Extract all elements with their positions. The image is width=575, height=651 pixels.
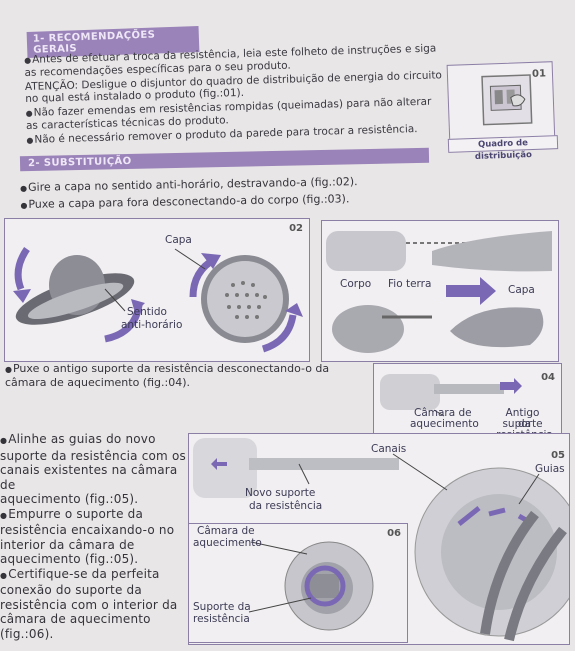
label-anti-horario: anti-horário: [121, 319, 183, 331]
step-4-text-9: Certifique-se da perfeita: [8, 566, 160, 581]
step-4-line-12: câmara de aquecimento: [0, 612, 151, 626]
step-4-line-2: suporte da resistência com os: [0, 448, 186, 463]
figure-06-number: 06: [387, 528, 401, 539]
section-2-steps: ●Gire a capa no sentido anti-horário, de…: [20, 175, 380, 212]
step-4-line-4: aquecimento (fig.:05).: [0, 492, 139, 506]
section-2-header: 2- SUBSTITUIÇÃO: [19, 147, 430, 172]
old-support-illustration: [380, 374, 522, 417]
step-4-line-5: ●Empurre o suporte da: [0, 506, 144, 521]
figure-01-caption: Quadro de distribuição: [447, 135, 559, 162]
section-2-title: 2- SUBSTITUIÇÃO: [27, 155, 132, 170]
cap-disconnection-illustration: [326, 231, 552, 353]
label-suporte-06b: resistência: [193, 613, 250, 625]
step-1-text: Gire a capa no sentido anti-horário, des…: [27, 175, 358, 194]
label-fio-terra: Fio terra: [388, 278, 432, 290]
label-camara-06a: Câmara de: [197, 525, 255, 537]
step-4-line-13: (fig.:06).: [0, 626, 54, 641]
step-4-line-10: conexão do suporte da: [0, 583, 142, 597]
figure-02-number: 02: [289, 223, 303, 234]
label-camara-04a: Câmara de: [414, 407, 472, 419]
step-2: ●Puxe a capa para fora desconectando-a d…: [20, 192, 350, 211]
step-4-line-1: ●Alinhe as guias do novo: [0, 432, 156, 446]
label-corpo: Corpo: [340, 278, 372, 290]
step-4-line-11: resistência com o interior da: [0, 597, 178, 612]
step-4: ●Alinhe as guias do novo suporte da resi…: [0, 432, 190, 641]
label-novo-suporte-b: da resistência: [249, 500, 323, 512]
label-antigo-a: Antigo suporte: [502, 407, 543, 430]
figure-02: 02 Capa Sentido anti-horário: [4, 218, 310, 362]
figure-05-number: 05: [551, 450, 565, 461]
label-camara-06b: aquecimento: [193, 537, 262, 549]
figure-03: 03 Corpo Fio terra Capa: [321, 220, 559, 362]
step-4-line-6: resistência encaixando-o no: [0, 523, 175, 537]
distribution-box-icon: [481, 74, 533, 126]
figure-04: 04 Câmara de aquecimento Antigo suporte …: [373, 363, 562, 439]
section-1-body: ●Antes de efetuar a troca da resistência…: [24, 42, 446, 147]
label-guias: Guias: [535, 463, 565, 475]
step-2-text: Puxe a capa para fora desconectando-a do…: [28, 192, 350, 211]
label-canais: Canais: [371, 443, 407, 455]
step-4-text-5: Empurre o suporte da: [8, 506, 144, 521]
step-3: ●Puxe o antigo suporte da resistência de…: [5, 362, 330, 389]
step-3-text: Puxe o antigo suporte da resistência des…: [5, 362, 330, 389]
figure-04-number: 04: [541, 372, 555, 383]
label-capa: Capa: [165, 234, 192, 246]
label-capa-03: Capa: [508, 284, 535, 296]
step-4-line-3: canais existentes na câmara de: [0, 463, 178, 492]
step-4-line-8: aquecimento (fig.:05).: [0, 552, 139, 566]
figure-06: 06 Câmara de aquecimento Suporte da resi…: [188, 523, 408, 643]
label-suporte-06a: Suporte da: [193, 601, 251, 613]
support-connection-illustration: [248, 541, 374, 631]
shower-cap-rotation-illustration: [13, 246, 303, 353]
step-4-line-7: interior da câmara de: [0, 537, 135, 552]
label-sentido: Sentido: [127, 306, 167, 318]
label-camara-04b: aquecimento: [410, 418, 479, 430]
new-support-alignment-illustration: [193, 438, 569, 642]
label-novo-suporte-a: Novo suporte: [245, 487, 316, 499]
step-4-text-1: Alinhe as guias do novo: [8, 432, 156, 446]
figure-01: 01: [446, 61, 556, 147]
step-4-line-9: ●Certifique-se da perfeita: [0, 566, 160, 581]
